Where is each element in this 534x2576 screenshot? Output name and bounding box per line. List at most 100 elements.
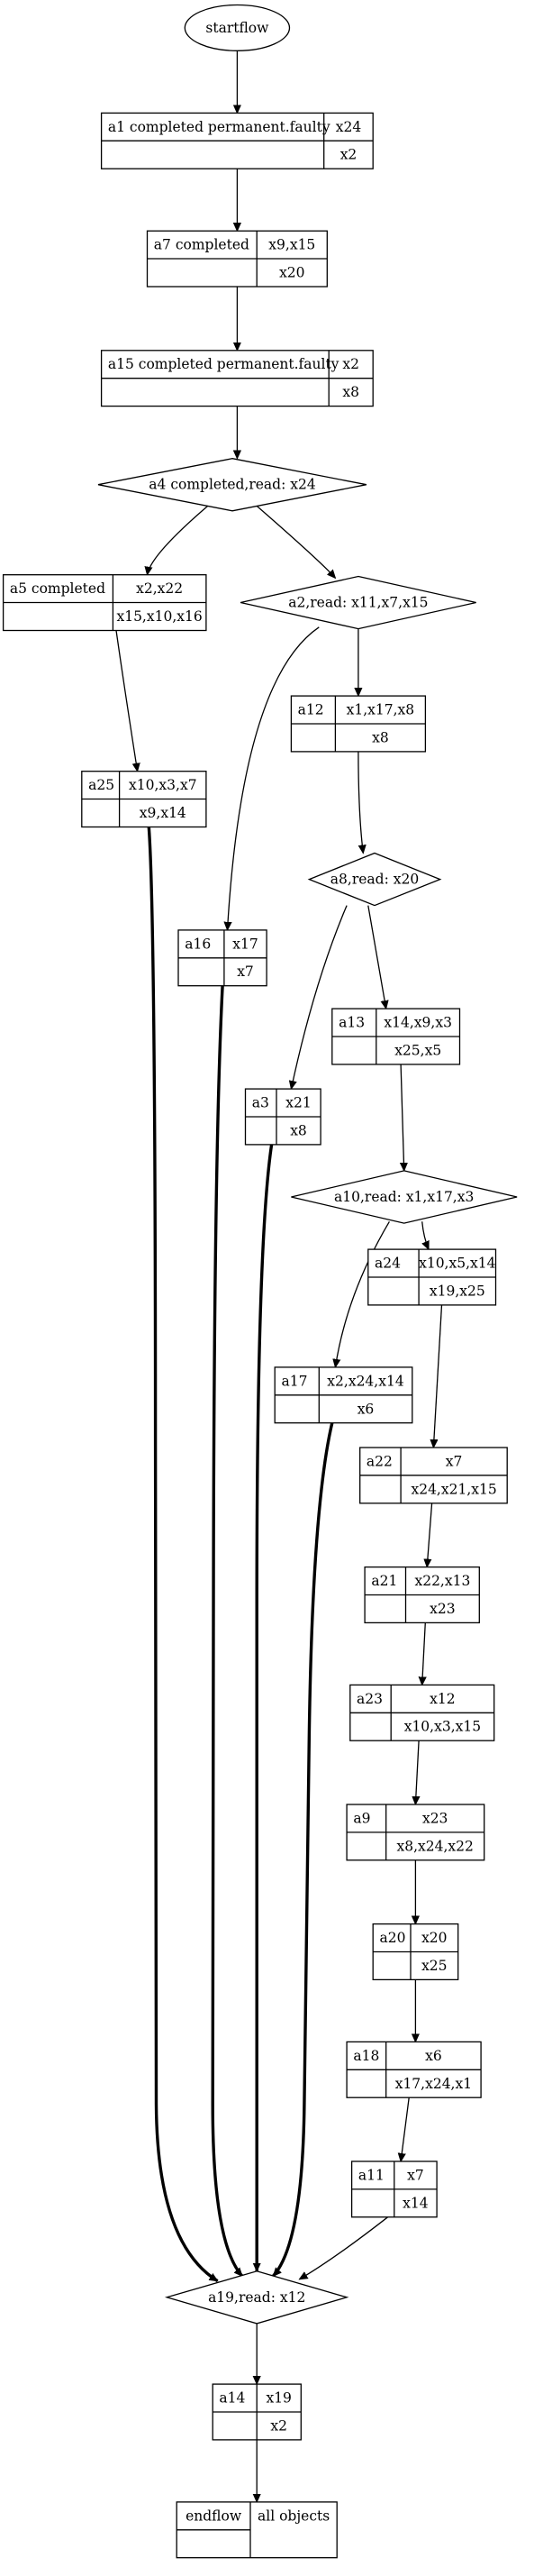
record-top-value: x7	[407, 2168, 424, 2184]
record-name: a25	[88, 777, 114, 793]
node-a25: a25 x10,x3,x7 x9,x14	[81, 771, 207, 828]
node-a10: a10,read: x1,x17,x3	[291, 1170, 518, 1224]
record-bottom-value: x20	[279, 265, 304, 281]
record-bottom-value: x8	[372, 729, 389, 745]
record-bottom-value: x2	[270, 2417, 287, 2434]
record-bottom-value: x17,x24,x1	[395, 2076, 472, 2092]
record-bottom-value: x2	[340, 147, 358, 163]
record-name: a9	[353, 1810, 370, 1826]
record-bottom-value: x8	[342, 384, 359, 400]
node-startflow: startflow	[184, 4, 291, 51]
node-a17: a17 x2,x24,x14 x6	[274, 1366, 413, 1424]
record-name: a21	[371, 1573, 397, 1589]
edge-a23-to-a9	[415, 1740, 419, 1804]
record-name: a5 completed	[10, 580, 105, 597]
record-bottom-value: x8,x24,x22	[397, 1838, 474, 1854]
record-top-value: x9,x15	[268, 237, 315, 253]
node-a7: a7 completed x9,x15 x20	[146, 230, 328, 288]
edge-a22-to-a21	[427, 1503, 433, 1567]
record-bottom-value: x9,x14	[140, 805, 186, 821]
record-bottom-value: x8	[290, 1122, 307, 1138]
edge-a10-to-a17	[335, 1220, 390, 1367]
node-a13: a13 x14,x9,x3 x25,x5	[331, 1008, 461, 1065]
record-top-value: x2,x22	[136, 580, 183, 597]
decision-diamond	[97, 458, 367, 512]
record-top-value: x20	[421, 1930, 447, 1946]
edges-layer	[115, 50, 443, 2502]
record-name: a22	[367, 1453, 393, 1469]
edge-a16-to-a19	[211, 985, 244, 2278]
edge-a8-to-a13	[367, 905, 386, 1009]
record-name: a18	[353, 2048, 379, 2064]
decision-diamond	[307, 852, 442, 907]
record-bottom-value: x25,x5	[394, 1042, 441, 1058]
record-name: a16	[185, 936, 211, 952]
decision-label: a19,read: x12	[208, 2289, 305, 2306]
record-top-value: x10,x3,x7	[129, 777, 197, 793]
edge-a12-to-a8	[358, 751, 363, 854]
record-bottom-value: x10,x3,x15	[404, 1719, 481, 1735]
edge-a4-to-a2	[256, 505, 335, 578]
record-bottom-value: x19,x25	[430, 1283, 485, 1300]
record-name: a3	[252, 1095, 269, 1111]
end-value: all objects	[258, 2507, 330, 2524]
record-top-value: x14,x9,x3	[384, 1015, 452, 1031]
record-top-value: x22,x13	[414, 1573, 470, 1589]
record-top-value: x1,x17,x8	[347, 702, 415, 718]
edge-a8-to-a3	[291, 905, 348, 1090]
record-top-value: x19	[266, 2390, 291, 2407]
record-name: a13	[339, 1015, 365, 1031]
record-top-value: x6	[425, 2048, 442, 2064]
edge-a18-to-a11	[401, 2097, 410, 2161]
record-name: a24	[375, 1256, 401, 1272]
node-a1: a1 completed permanent.faulty x24 x2	[100, 112, 374, 169]
record-top-value: x2,x24,x14	[327, 1373, 404, 1389]
edge-a25-to-a19	[147, 827, 217, 2283]
record-top-value: x7	[446, 1453, 463, 1469]
edge-a4-to-a5	[148, 505, 209, 574]
edge-a11-to-a19	[300, 2216, 388, 2279]
record-bottom-value: x14	[403, 2195, 429, 2211]
edge-a13-to-a10	[401, 1064, 404, 1171]
node-a24: a24 x10,x5,x14 x19,x25	[367, 1248, 497, 1306]
record-bottom-value: x15,x10,x16	[116, 608, 202, 625]
node-a8: a8,read: x20	[307, 852, 442, 907]
decision-diamond	[291, 1170, 518, 1224]
node-a16: a16 x17 x7	[177, 929, 267, 987]
node-a18: a18 x6 x17,x24,x1	[346, 2041, 482, 2098]
start-label: startflow	[205, 20, 269, 36]
record-name: a17	[282, 1373, 308, 1389]
start-ellipse	[184, 4, 291, 51]
edge-a17-to-a19	[272, 1422, 334, 2278]
record-bottom-value: x25	[421, 1958, 447, 1974]
record-name: a1 completed permanent.faulty	[108, 119, 330, 135]
node-a2: a2,read: x11,x7,x15	[240, 575, 476, 630]
record-name: a23	[357, 1691, 383, 1707]
record-top-value: x17	[232, 936, 258, 952]
decision-diamond	[164, 2270, 349, 2325]
record-top-value: x10,x5,x14	[419, 1256, 496, 1272]
record-bottom-value: x7	[237, 964, 254, 980]
record-bottom-value: x23	[430, 1601, 455, 1617]
record-top-value: x24	[336, 119, 362, 135]
node-a14: a14 x19 x2	[212, 2383, 302, 2441]
node-endflow: endflow all objects	[176, 2501, 338, 2559]
record-top-value: x12	[430, 1691, 455, 1707]
record-top-value: x23	[422, 1810, 448, 1826]
node-a23: a23 x12 x10,x3,x15	[349, 1684, 495, 1741]
end-label: endflow	[186, 2507, 242, 2524]
edge-a3-to-a19	[257, 1144, 274, 2271]
edge-a10-to-a24	[422, 1221, 429, 1249]
node-a4: a4 completed,read: x24	[97, 458, 367, 512]
record-name: a14	[219, 2390, 245, 2407]
record-name: a20	[380, 1930, 406, 1946]
node-a19: a19,read: x12	[164, 2270, 349, 2325]
record-bottom-value: x6	[358, 1401, 375, 1417]
node-a20: a20 x20 x25	[372, 1923, 459, 1981]
record-name: a7 completed	[154, 237, 249, 253]
